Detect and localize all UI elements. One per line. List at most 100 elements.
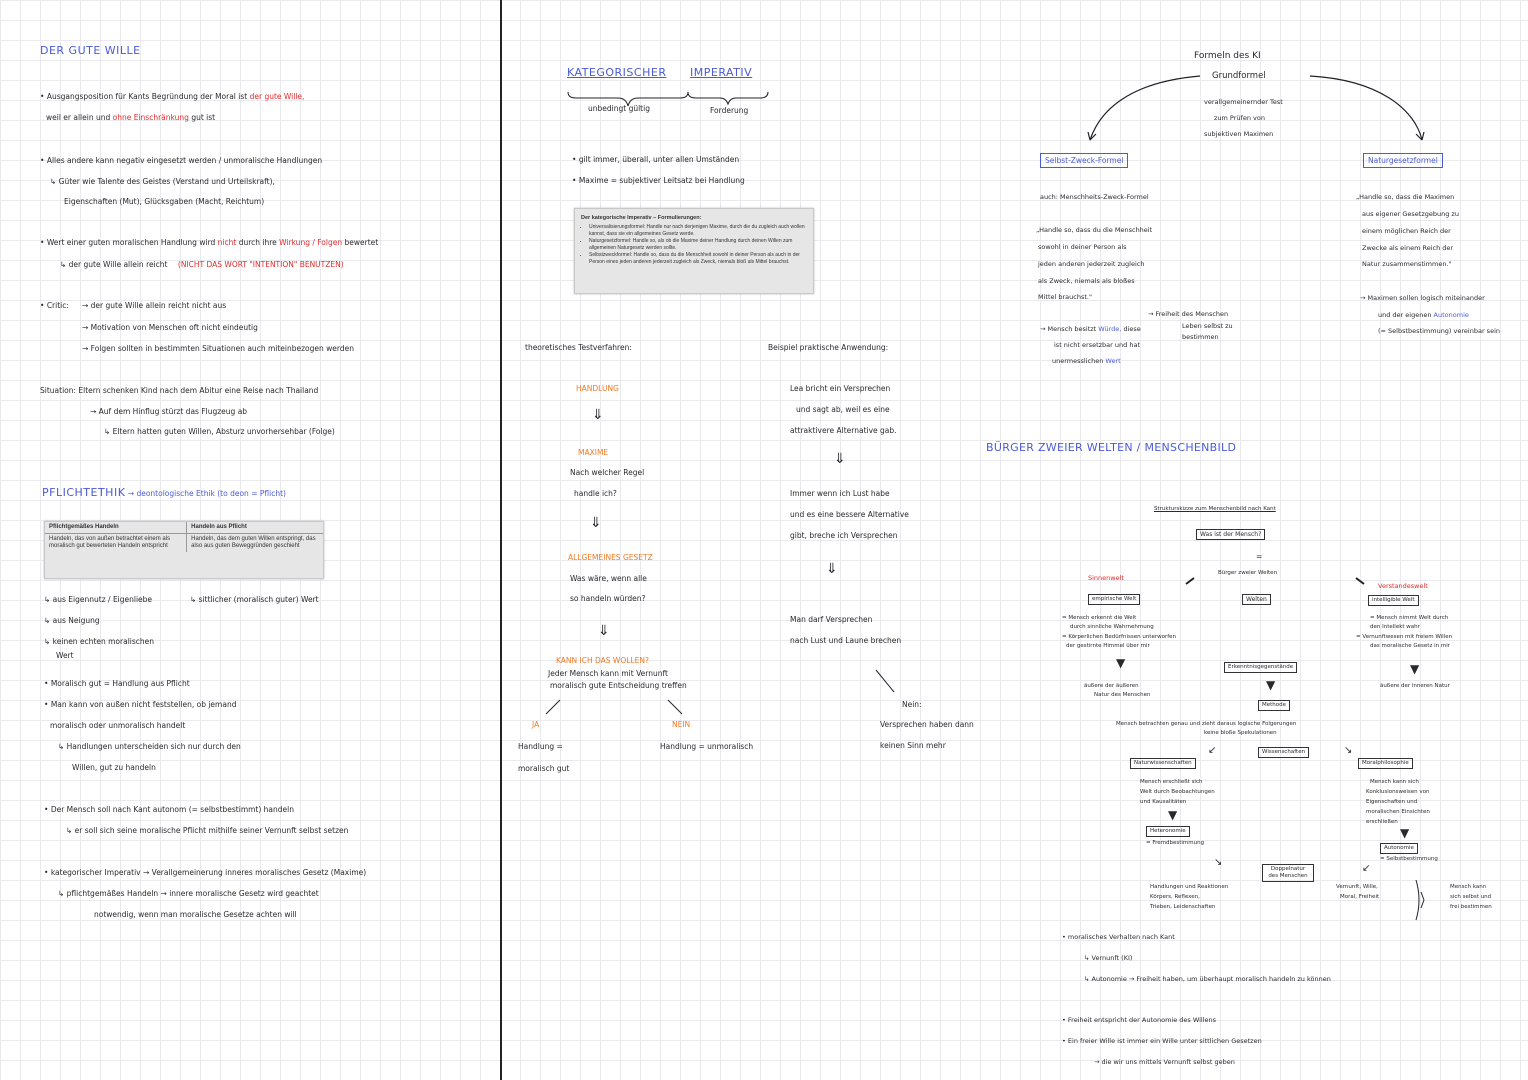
text-line: Trieben, Leidenschaften — [1150, 904, 1216, 910]
text-line: Mensch kann sich — [1370, 779, 1419, 785]
text-line: Mensch betrachten genau und zieht daraus… — [1116, 721, 1297, 727]
text-line: ↳ keinen echten moralischen — [44, 637, 155, 646]
text-line: → der gute Wille allein reicht nicht aus — [82, 301, 227, 310]
wissenschaften-box: Wissenschaften — [1258, 747, 1310, 758]
text-line: Körpers, Reflexen, — [1150, 894, 1200, 900]
text-line: Mensch erschließt sich — [1140, 779, 1203, 785]
text-line: → Folgen sollten in bestimmten Situation… — [82, 344, 354, 353]
text-line: Bürger zweier Welten — [1218, 570, 1278, 576]
text-line: Nein: — [902, 700, 922, 709]
text-line: → Motivation von Menschen oft nicht eind… — [82, 323, 258, 332]
text-line: Nach welcher Regel — [570, 468, 645, 477]
text-line: ↳ Güter wie Talente des Geistes (Verstan… — [50, 177, 275, 186]
down-left-arrow-icon: ↙ — [1208, 745, 1217, 756]
double-arrow-icon: ⇓ — [590, 515, 602, 531]
text-line: = Mensch nimmt Welt durch — [1370, 615, 1449, 621]
text-line: Welt durch Beobachtungen — [1140, 789, 1215, 795]
photo-item: Selbstzweckformel: Handle so, dass du di… — [589, 252, 807, 265]
text-line: Willen, gut zu handeln — [72, 763, 156, 772]
text-line: = Vernunftwesen mit freiem Willen — [1356, 634, 1453, 640]
text-line: erschließen — [1366, 819, 1398, 825]
text-line: gibt, breche ich Versprechen — [790, 531, 898, 540]
buerger-heading: BÜRGER ZWEIER WELTEN / MENSCHENBILD — [986, 441, 1237, 454]
text-line: und Kausalitäten — [1140, 799, 1187, 805]
doppelnatur-box: Doppelnatur des Menschen — [1262, 864, 1314, 882]
equals-sign: = — [1256, 552, 1263, 561]
text-line: der gestirnte Himmel über mir — [1066, 643, 1150, 649]
critic-label: • Critic: — [40, 301, 69, 310]
text-line: Forderung — [710, 106, 749, 115]
text-line: theoretisches Testverfahren: — [525, 343, 632, 352]
text-line: Mensch kann — [1450, 884, 1487, 890]
text-line: und der eigenen Autonomie — [1378, 311, 1469, 319]
text-line: zum Prüfen von — [1214, 114, 1265, 122]
empirische-welt-box: empirische Welt — [1088, 594, 1141, 605]
text-line: = Körperlichen Bedürfnissen unterworfen — [1062, 634, 1177, 640]
text-line: den Intellekt wahr — [1370, 624, 1420, 630]
text-line: und sagt ab, weil es eine — [796, 405, 890, 414]
text-line: Eigenschaften und — [1366, 799, 1418, 805]
guter-wille-title: DER GUTE WILLE — [40, 44, 141, 57]
answer-nein: NEIN — [672, 720, 691, 729]
down-arrow-icon: ▼ — [1168, 808, 1178, 822]
text-line: Eigenschaften (Mut), Glücksgaben (Macht,… — [64, 197, 265, 206]
text-line: einem möglichen Reich der — [1362, 227, 1451, 235]
text-line: • Moralisch gut = Handlung aus Pflicht — [44, 679, 190, 688]
photo-title: Der kategorische Imperativ – Formulierun… — [581, 215, 702, 221]
double-arrow-icon: ⇓ — [592, 407, 604, 423]
text-line: „Handle so, dass die Maximen — [1356, 193, 1455, 201]
text-line: durch sinnliche Wahrnehmung — [1070, 624, 1154, 630]
verstandeswelt-label: Verstandeswelt — [1378, 582, 1428, 590]
down-right-arrow-icon: ↘ — [1344, 745, 1353, 756]
text-line: ↳ Handlungen unterscheiden sich nur durc… — [58, 742, 241, 751]
kategorischer-title: KATEGORISCHER — [567, 66, 667, 79]
text-line: Konklusionsweisen von — [1366, 789, 1430, 795]
text-line: (= Selbstbestimmung) vereinbar sein — [1378, 327, 1500, 335]
text-line: Handlungen und Reaktionen — [1150, 884, 1229, 890]
down-arrow-icon: ⇓ — [834, 451, 846, 467]
text-line: nach Lust und Laune brechen — [790, 636, 902, 645]
text-line: „Handle so, dass du die Menschheit — [1036, 226, 1153, 234]
text-line: attraktivere Alternative gab. — [790, 426, 897, 435]
text-line: • Ein freier Wille ist immer ein Wille u… — [1062, 1037, 1262, 1045]
step-handlung: HANDLUNG — [576, 384, 619, 393]
text-line: moralisch gute Entscheidung treffen — [550, 681, 687, 690]
double-arrow-icon: ⇓ — [598, 623, 610, 639]
text-line: → Maximen sollen logisch miteinander — [1360, 294, 1485, 302]
text-line: • Der Mensch soll nach Kant autonom (= s… — [44, 805, 294, 814]
sinnenwelt-label: Sinnenwelt — [1088, 574, 1124, 582]
text-line: Beispiel praktische Anwendung: — [768, 343, 889, 352]
text-line: bestimmen — [1182, 333, 1219, 341]
text-line: ↳ sittlicher (moralisch guter) Wert — [190, 595, 319, 604]
text-line: Natur zusammenstimmen." — [1362, 260, 1452, 268]
text-line: • Alles andere kann negativ eingesetzt w… — [40, 156, 323, 165]
text-line: äußere der äußeren — [1084, 683, 1139, 689]
text-line: • Man kann von außen nicht feststellen, … — [44, 700, 237, 709]
step-wollen: KANN ICH DAS WOLLEN? — [556, 656, 649, 665]
text-line: unbedingt gültig — [588, 104, 650, 113]
text-line: Man darf Versprechen — [790, 615, 873, 624]
question-box: Was ist der Mensch? — [1196, 529, 1266, 540]
erkenntnis-box: Erkenntnisgegenstände — [1224, 662, 1298, 673]
text-line: → die wir uns mittels Vernunft selbst ge… — [1094, 1058, 1235, 1066]
text-line: • Wert einer guten moralischen Handlung … — [40, 238, 379, 247]
text-line: Was wäre, wenn alle — [570, 574, 647, 583]
text-line: handle ich? — [574, 489, 617, 498]
text-line: ↳ er soll sich seine moralische Pflicht … — [66, 826, 349, 835]
text-line: • Maxime = subjektiver Leitsatz bei Hand… — [572, 176, 745, 185]
down-arrow-icon: ▼ — [1266, 678, 1276, 692]
text-line: Wert — [56, 651, 74, 660]
text-line: ↳ Eltern hatten guten Willen, Absturz un… — [104, 427, 335, 436]
table-cell: Handeln, das von außen betrachtet einem … — [49, 536, 171, 549]
text-line: Lea bricht ein Versprechen — [790, 384, 891, 393]
down-arrow-icon: ▼ — [1116, 656, 1126, 670]
text-line: moralischen Einsichten — [1366, 809, 1430, 815]
text-line: moralisch oder unmoralisch handelt — [50, 721, 186, 730]
down-arrow-icon: ▼ — [1410, 662, 1420, 676]
text-line: sowohl in deiner Person als — [1038, 243, 1127, 251]
text-line: als Zweck, niemals als bloßes — [1038, 277, 1135, 285]
text-line: ist nicht ersetzbar und hat — [1054, 341, 1140, 349]
